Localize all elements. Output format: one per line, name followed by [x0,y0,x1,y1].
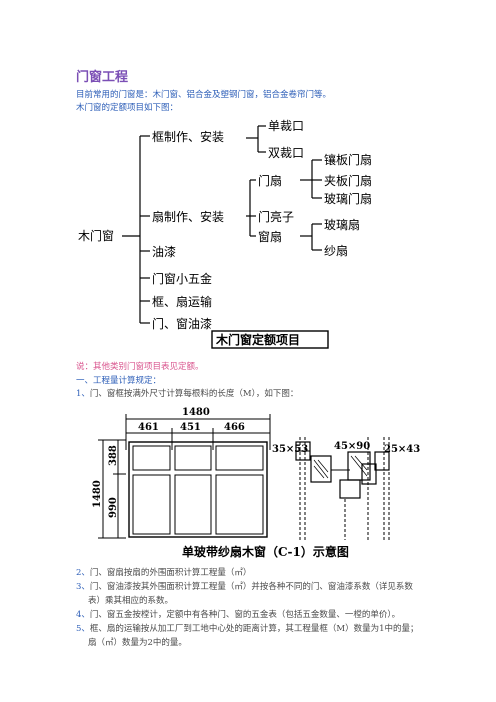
tree-single-rabbet: 单裁口 [268,119,304,133]
rule-item-2: 2、门、窗扇按扇的外围面积计算工程量（㎡） [76,566,251,578]
note-prefix: 说： [76,362,94,372]
rule-item-5-text: 框、扇的运输按从加工厂到工地中心处的距离计算，其工程量框（M）数量为1中的量； [89,624,419,634]
rule-item-1: 1、门、窗框按满外尺寸计算每根料的长度（M），如下图： [76,387,298,399]
note-text: 其他类别门窗项目表见定额。 [93,362,204,372]
rule-item-3-cont-text: 表）乘其相应的系数。 [88,596,174,606]
tree-root: 木门窗 [78,228,114,243]
rule-item-5: 5、框、扇的运输按从加工厂到工地中心处的距离计算，其工程量框（M）数量为1中的量… [76,622,419,634]
rule-item-1-num: 1、 [76,389,90,399]
dim-overall-height: 1480 [92,480,103,508]
tree-window-leaf: 窗扇 [258,229,282,244]
dim-bottom-height: 990 [108,497,119,518]
drawing-caption: 单玻带纱扇木窗（C-1）示意图 [182,544,349,559]
page-title: 门窗工程 [76,70,129,85]
dim-overall-width: 1480 [182,407,210,418]
rule-item-3: 3、门、窗油漆按其外围面积计算工程量（㎡）并按各种不同的门、窗油漆系数（详见系数 [76,580,413,592]
tree-flush-door-leaf: 夹板门扇 [324,173,372,188]
tree-double-rabbet: 双裁口 [268,146,304,160]
rule-item-3-text: 门、窗油漆按其外围面积计算工程量（㎡）并按各种不同的门、窗油漆系数（详见系数 [89,582,413,592]
section-mid-size: 45×90 [334,441,370,452]
tree-door-leaf: 门扇 [258,173,282,188]
section-left-size: 35×53 [272,444,308,455]
tree-panel-door-leaf: 镶板门扇 [324,152,372,167]
tree-door-window-paint: 门、窗油漆 [152,316,212,331]
tree-transom: 门亮子 [258,209,294,224]
section-right-size: 25×43 [384,444,420,455]
tree-sash: 扇制作、安装 [152,209,224,224]
rule-item-5-cont-text: 扇（㎡）数量为2中的量。 [88,638,187,648]
rule-item-3-cont: 表）乘其相应的系数。 [88,594,173,606]
rule-item-2-num: 2、 [76,568,90,578]
intro-line-1: 目前常用的门窗是：木门窗、铝合金及塑钢门窗，铝合金卷帘门等。 [76,90,332,100]
dim-seg-1: 461 [138,422,159,433]
rule-item-4: 4、门、窗五金按樘计，定额中有各种门、窗的五金表（包括五金数量、一樘的单价）。 [76,608,400,620]
rule-item-2-text: 门、窗扇按扇的外围面积计算工程量（㎡） [89,568,252,578]
intro-line-2: 木门窗的定额项目如下图： [76,103,179,113]
dim-top-height: 388 [108,445,119,466]
note-line: 说：其他类别门窗项目表见定额。 [76,360,204,372]
tree-caption: 木门窗定额项目 [215,332,300,347]
tree-paint: 油漆 [152,245,176,259]
tree-screen-sash: 纱扇 [324,243,348,258]
tree-glass-sash: 玻璃扇 [324,217,360,232]
rule-item-4-text: 门、窗五金按樘计，定额中有各种门、窗的五金表（包括五金数量、一樘的单价）。 [89,610,401,620]
rule-item-5-num: 5、 [76,624,90,634]
dim-seg-3: 466 [224,422,245,433]
rule-item-3-num: 3、 [76,582,90,592]
dim-seg-2: 451 [180,422,201,433]
tree-transport: 框、扇运输 [152,294,212,309]
tree-frame: 框制作、安装 [152,129,224,144]
tree-glass-door-leaf: 玻璃门扇 [324,191,372,206]
section-1-heading: 一、工程量计算规定： [76,376,162,386]
rule-item-1-text: 门、窗框按满外尺寸计算每根料的长度（M），如下图： [89,389,299,399]
rule-item-4-num: 4、 [76,610,90,620]
tree-hardware: 门窗小五金 [152,271,212,286]
rule-item-5-cont: 扇（㎡）数量为2中的量。 [88,636,187,648]
